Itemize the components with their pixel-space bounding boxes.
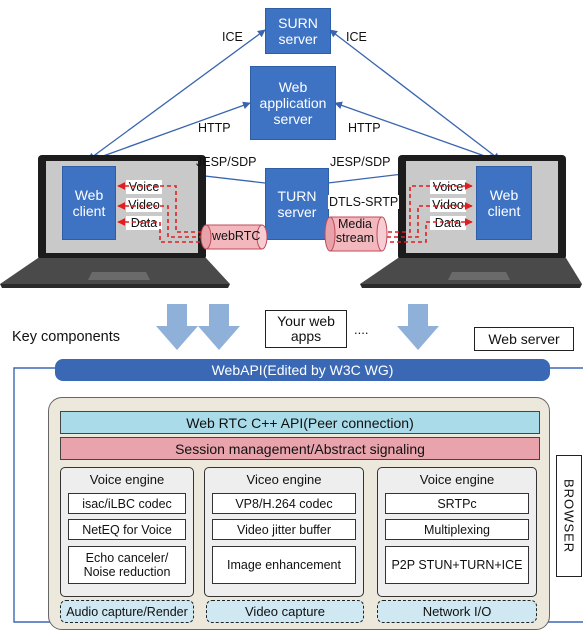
engine-title: Voice engine xyxy=(419,472,495,487)
engine-voice-left: Voice engine isac/iLBC codec NetEQ for V… xyxy=(60,467,194,597)
right-voice-label: Voice xyxy=(430,180,466,194)
left-data-label: Data xyxy=(126,216,162,230)
engine-item: Echo canceler/ Noise reduction xyxy=(68,546,186,584)
your-web-apps-label: Your web apps xyxy=(277,312,335,344)
http-label-left: HTTP xyxy=(198,121,231,135)
jesp-label-left: JESP/SDP xyxy=(196,155,257,169)
your-web-apps-box: Your web apps xyxy=(265,310,347,348)
down-arrow-1 xyxy=(156,304,198,350)
http-label-right: HTTP xyxy=(348,121,381,135)
browser-side-label: BROWSER xyxy=(561,478,577,554)
turn-server-label: TURN server xyxy=(277,187,317,220)
down-arrow-2 xyxy=(198,304,240,350)
engine-item: Image enhancement xyxy=(212,546,356,584)
video-capture-label: Video capture xyxy=(245,604,325,619)
cpp-api-bar: Web RTC C++ API(Peer connection) xyxy=(60,411,540,434)
web-client-right: Web client xyxy=(476,166,532,240)
engine-item: SRTPc xyxy=(385,493,529,514)
dtls-srtp-label: DTLS-SRTP xyxy=(328,195,400,209)
engine-voice-right: Voice engine SRTPc Multiplexing P2P STUN… xyxy=(377,467,537,597)
audio-capture-label: Audio capture/Render xyxy=(66,604,188,619)
web-server-box: Web server xyxy=(474,327,574,351)
down-arrows xyxy=(156,304,439,350)
video-capture-box: Video capture xyxy=(206,600,364,623)
network-io-box: Network I/O xyxy=(377,600,537,623)
webapi-label: WebAPI(Edited by W3C WG) xyxy=(211,362,394,378)
down-arrow-3 xyxy=(397,304,439,350)
engine-item: NetEQ for Voice xyxy=(68,519,186,540)
browser-side-box: BROWSER xyxy=(556,455,582,577)
ellipsis-label: .... xyxy=(354,322,369,337)
engine-item: isac/iLBC codec xyxy=(68,493,186,514)
media-stream-pipe-label: Media stream xyxy=(335,217,375,245)
surn-server-label: SURN server xyxy=(278,14,318,47)
web-client-left-label: Web client xyxy=(72,186,106,219)
engine-item: VP8/H.264 codec xyxy=(212,493,356,514)
media-stream-pipe xyxy=(324,216,388,252)
web-application-server: Web application server xyxy=(250,66,336,140)
webapi-bar: WebAPI(Edited by W3C WG) xyxy=(55,359,550,381)
audio-capture-box: Audio capture/Render xyxy=(60,600,194,623)
cpp-api-label: Web RTC C++ API(Peer connection) xyxy=(186,414,414,431)
turn-server: TURN server xyxy=(265,168,329,240)
engine-title: Viceo engine xyxy=(246,472,322,487)
left-video-label: Video xyxy=(126,198,162,212)
engine-title: Voice engine xyxy=(89,472,165,487)
engine-item: Video jitter buffer xyxy=(212,519,356,540)
ice-label-right: ICE xyxy=(346,30,367,44)
jesp-label-right: JESP/SDP xyxy=(330,155,391,169)
right-video-label: Video xyxy=(430,198,466,212)
network-io-label: Network I/O xyxy=(422,604,492,619)
webrtc-pipe-label: webRTC xyxy=(212,229,261,243)
web-server-label: Web server xyxy=(488,331,560,347)
left-laptop-base xyxy=(0,258,230,288)
left-voice-label: Voice xyxy=(126,180,162,194)
right-laptop-base xyxy=(360,258,582,288)
surn-server: SURN server xyxy=(265,8,331,54)
session-bar: Session management/Abstract signaling xyxy=(60,437,540,460)
web-application-server-label: Web application server xyxy=(259,78,327,128)
webrtc-pipe xyxy=(200,224,268,250)
media-signal-paths xyxy=(117,182,473,243)
web-client-right-label: Web client xyxy=(487,186,521,219)
right-data-label: Data xyxy=(430,216,466,230)
key-components-label: Key components xyxy=(12,329,121,345)
ice-label-left: ICE xyxy=(222,30,243,44)
engine-video: Viceo engine VP8/H.264 codec Video jitte… xyxy=(204,467,364,597)
engine-item: Multiplexing xyxy=(385,519,529,540)
session-label: Session management/Abstract signaling xyxy=(175,440,425,457)
web-client-left: Web client xyxy=(62,166,116,240)
engine-item: P2P STUN+TURN+ICE xyxy=(385,546,529,584)
